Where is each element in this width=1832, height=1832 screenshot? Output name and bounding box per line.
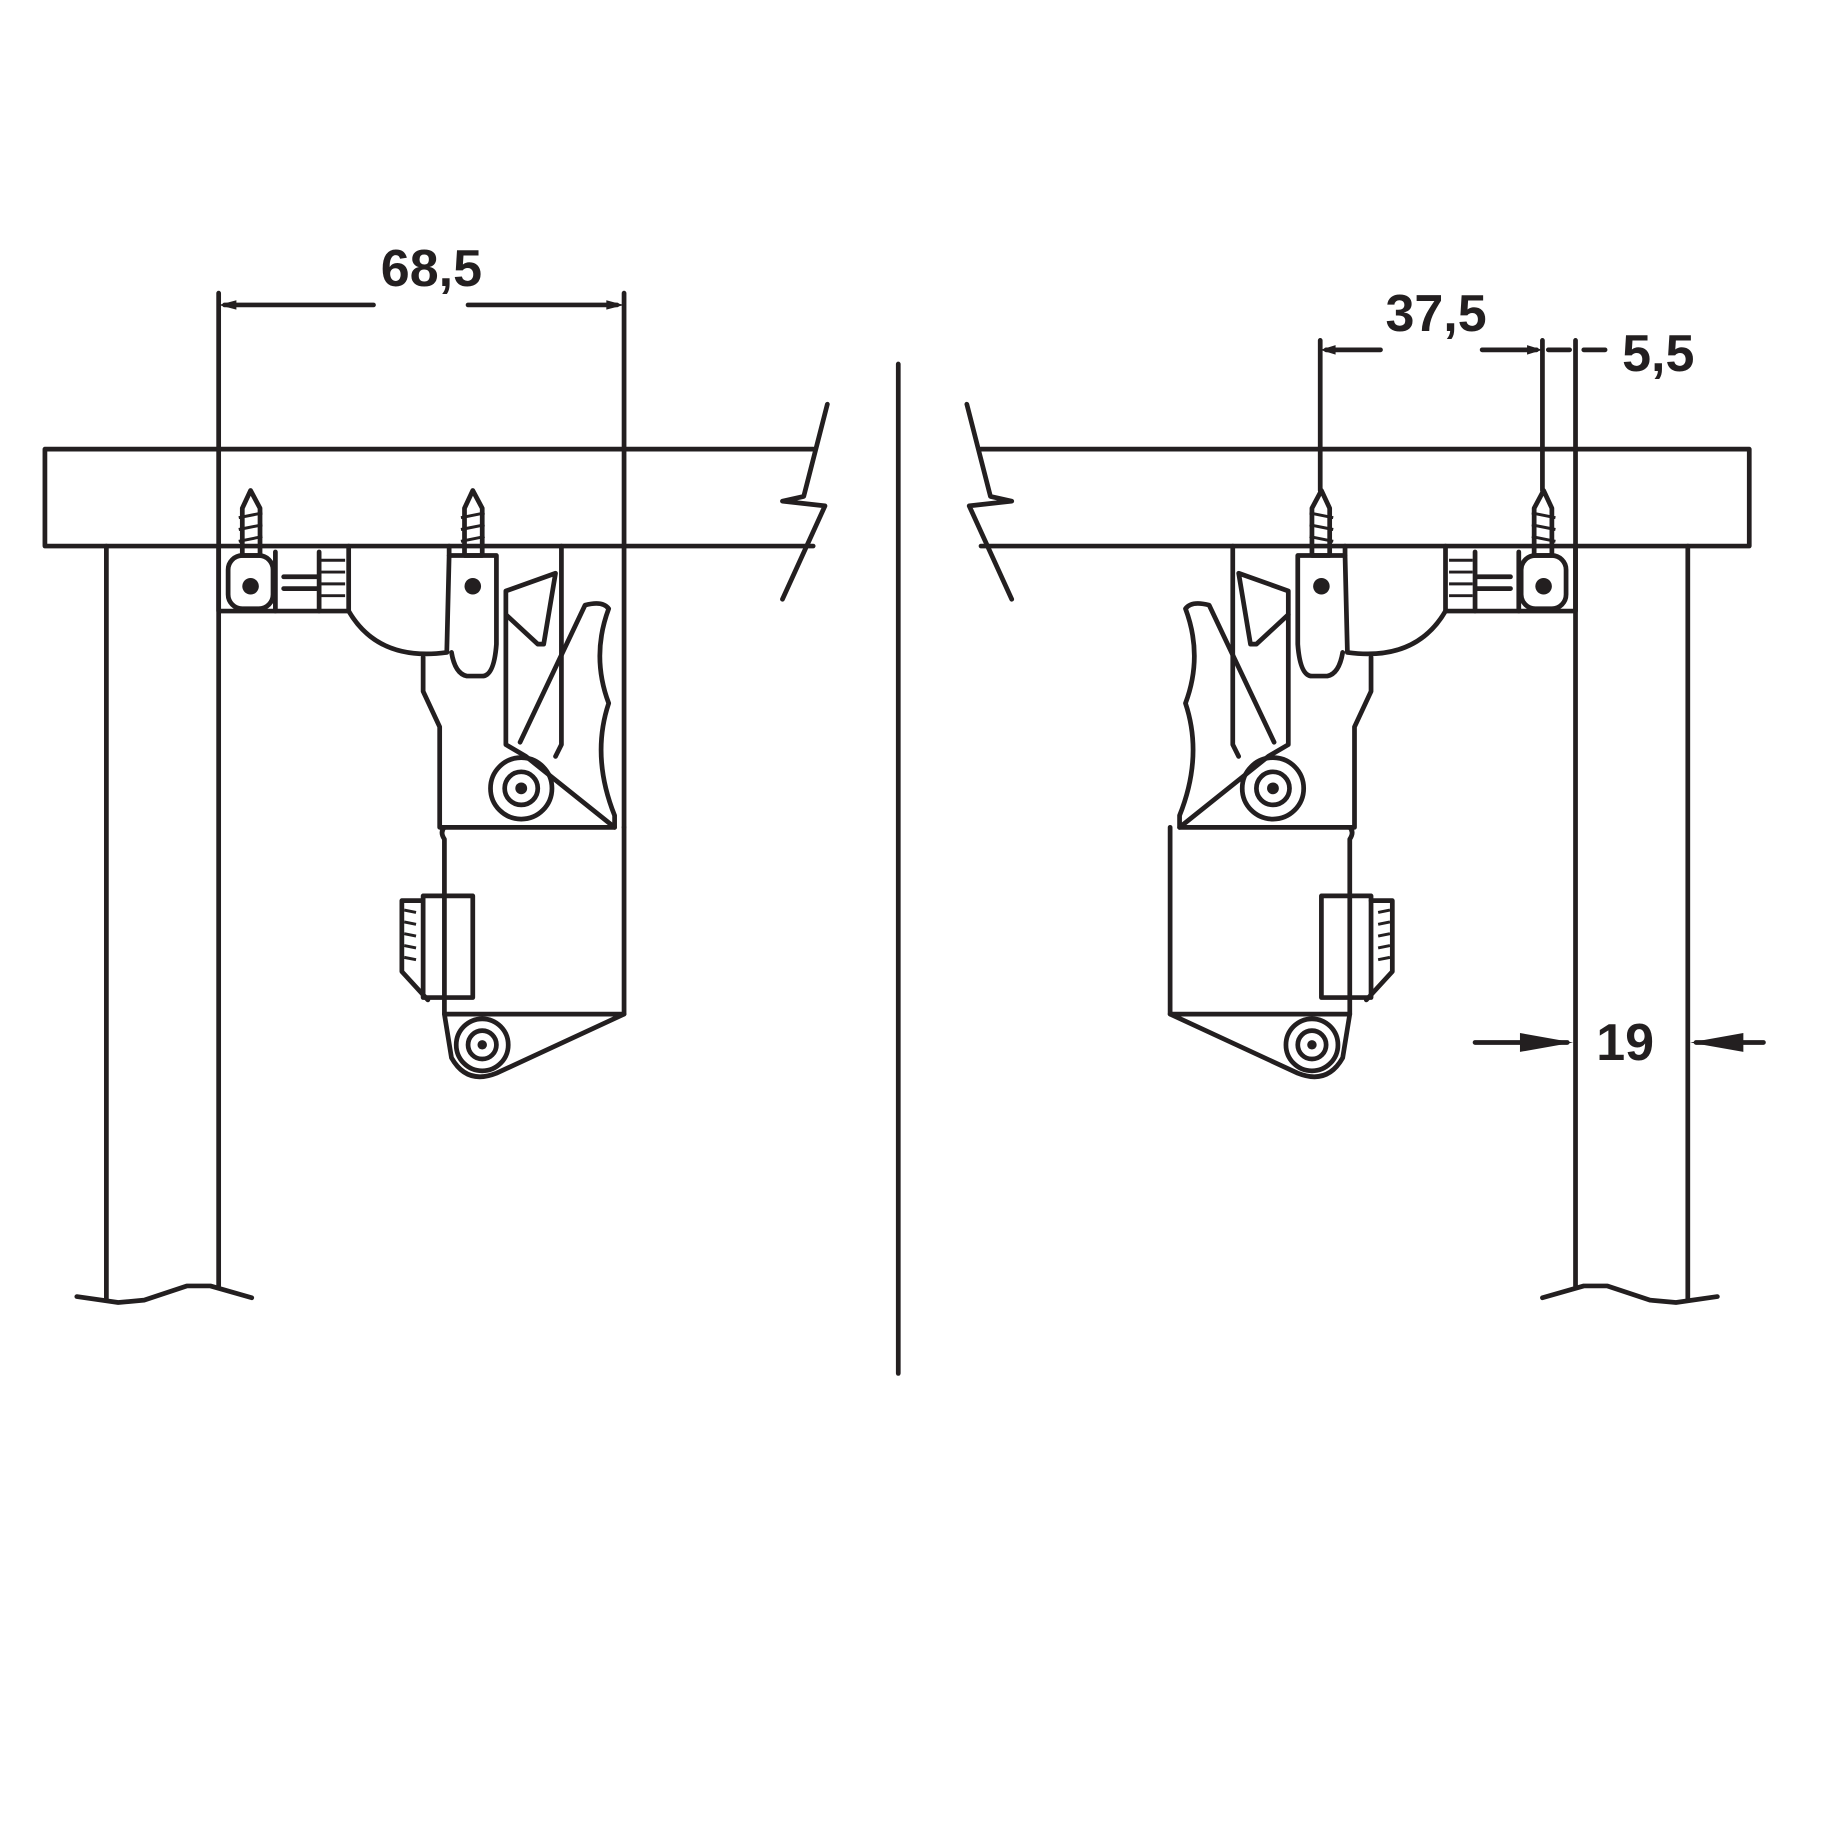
dimension-68-5: 68,5 xyxy=(216,240,627,830)
right-view xyxy=(967,404,1749,1302)
dimension-19: 19 xyxy=(1472,1014,1766,1072)
left-view xyxy=(45,404,827,1302)
dimension-label-37-5: 37,5 xyxy=(1385,285,1486,343)
dimension-label-68-5: 68,5 xyxy=(381,240,482,298)
dimension-37-5: 37,5 5,5 xyxy=(1317,285,1694,549)
dimension-label-19: 19 xyxy=(1596,1014,1654,1072)
dimension-label-5-5: 5,5 xyxy=(1622,325,1694,383)
